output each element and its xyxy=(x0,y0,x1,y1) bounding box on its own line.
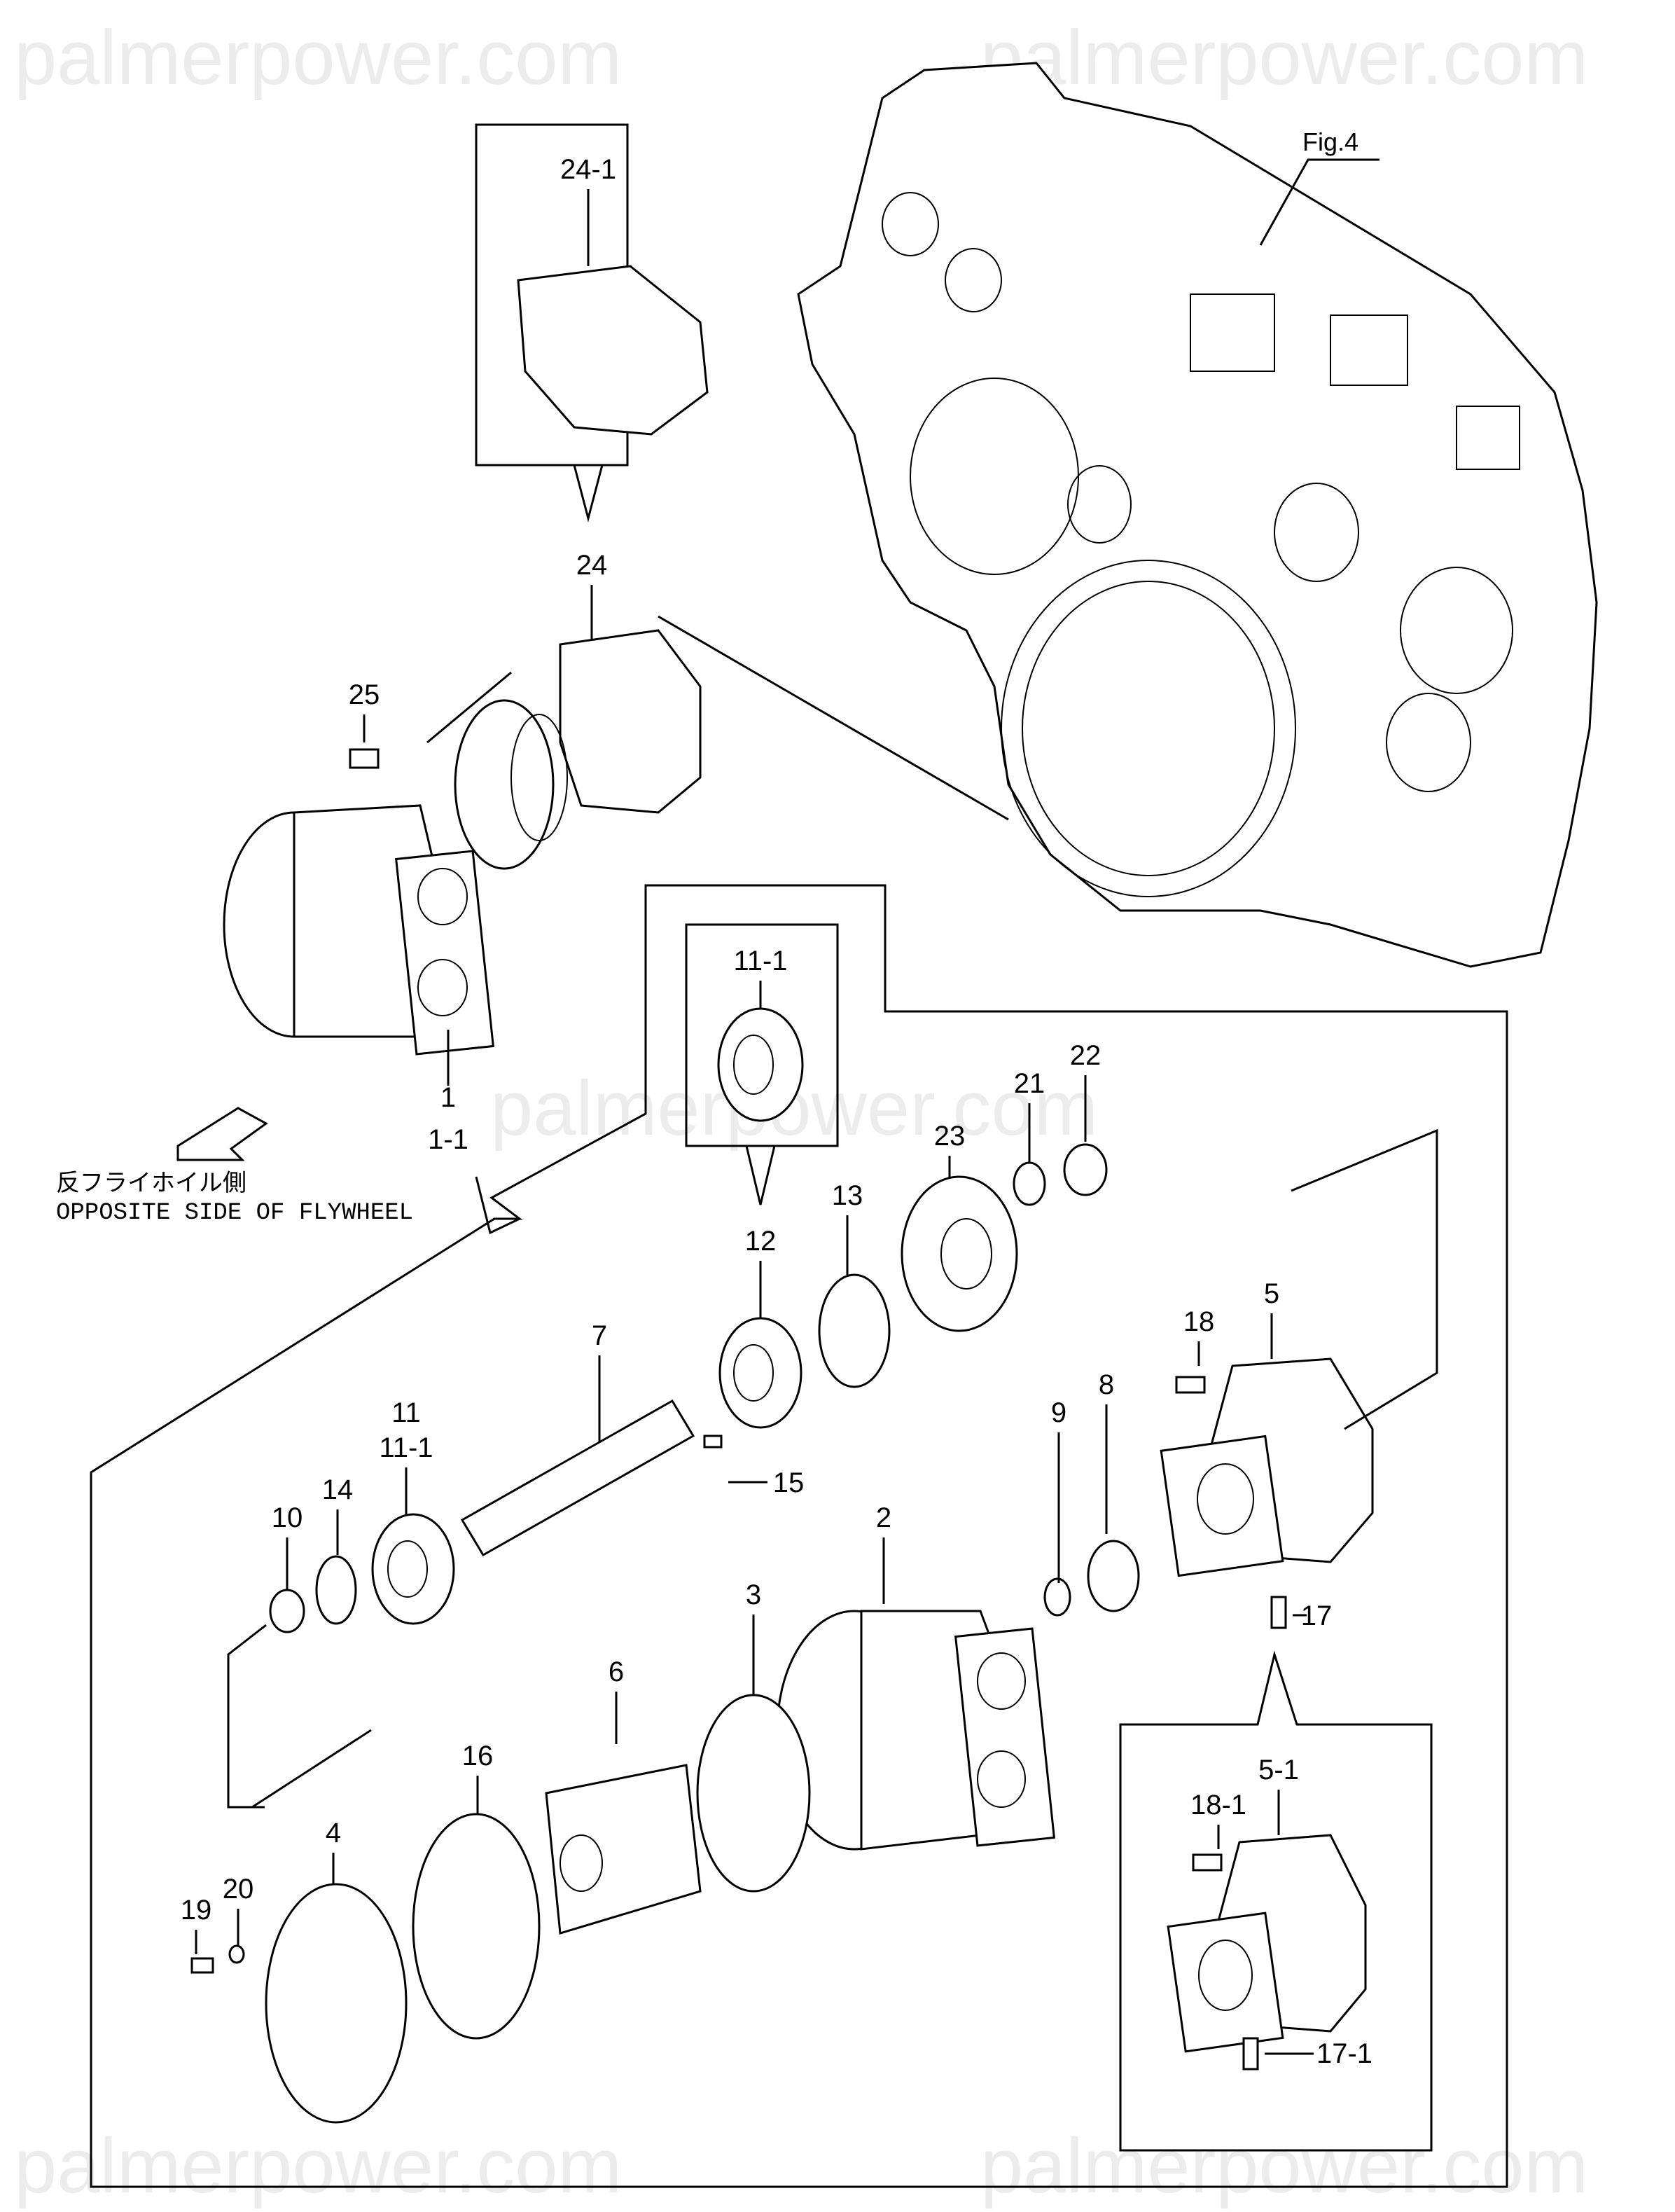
exploded-view-frame xyxy=(90,884,1508,2188)
bolt-25 xyxy=(349,748,380,769)
wear-plate-3 xyxy=(696,1694,811,1893)
detail-box-11-1 xyxy=(685,923,839,1147)
callout-16: 16 xyxy=(462,1741,494,1771)
leader-line xyxy=(1259,158,1379,246)
pointer xyxy=(475,1176,520,1235)
callout-21: 21 xyxy=(1014,1068,1045,1099)
direction-note-japanese: 反フライホイル側 xyxy=(56,1170,246,1198)
gear-case-housing xyxy=(797,62,1598,968)
snap-ring-9 xyxy=(1043,1577,1071,1617)
callout-19: 19 xyxy=(181,1895,212,1926)
bearing-12 xyxy=(718,1317,802,1429)
pin-17-1 xyxy=(1242,2037,1259,2071)
callout-20: 20 xyxy=(223,1874,254,1905)
callout-1-1: 1-1 xyxy=(428,1124,468,1155)
detail-box-5-1 xyxy=(1119,1650,1433,2152)
callout-25: 25 xyxy=(349,679,380,710)
pointer xyxy=(573,464,604,523)
bolt-18-1 xyxy=(1192,1853,1223,1872)
seal-8 xyxy=(1087,1540,1140,1612)
callout-5-1: 5-1 xyxy=(1258,1755,1299,1785)
callout-14: 14 xyxy=(322,1474,354,1505)
callout-24: 24 xyxy=(576,550,608,581)
washer-20 xyxy=(228,1944,245,1964)
callout-4: 4 xyxy=(326,1818,341,1848)
callout-2: 2 xyxy=(876,1502,891,1533)
shaft-7 xyxy=(460,1399,695,1557)
leader-line xyxy=(227,1624,267,1809)
leader-line xyxy=(426,671,512,744)
callout-15: 15 xyxy=(773,1467,805,1498)
watermark: palmerpower.com xyxy=(980,2123,1588,2209)
callout-9: 9 xyxy=(1051,1397,1066,1428)
figure-reference: Fig.4 xyxy=(1302,127,1358,156)
leader-line xyxy=(1291,1128,1438,1430)
pump-body-2 xyxy=(776,1610,1056,1851)
watermark: palmerpower.com xyxy=(14,15,622,101)
bearing-11-1 xyxy=(717,1007,804,1122)
cover-5-1 xyxy=(1167,1834,1367,2053)
washer-21 xyxy=(1013,1161,1046,1206)
callout-13: 13 xyxy=(832,1180,863,1211)
cover-plate-4 xyxy=(265,1883,408,2124)
watermark: palmerpower.com xyxy=(980,15,1588,101)
callout-8: 8 xyxy=(1099,1369,1114,1400)
callout-23: 23 xyxy=(934,1121,966,1152)
callout-17-1: 17-1 xyxy=(1316,2038,1372,2069)
gear-23 xyxy=(901,1175,1018,1332)
bolt-18 xyxy=(1175,1376,1206,1394)
direction-arrow-icon xyxy=(176,1107,268,1161)
callout-3: 3 xyxy=(746,1579,761,1610)
key-15 xyxy=(703,1435,723,1449)
callout-18-1: 18-1 xyxy=(1190,1790,1246,1820)
direction-note-english: OPPOSITE SIDE OF FLYWHEEL xyxy=(56,1200,413,1226)
callout-24-1: 24-1 xyxy=(560,154,616,185)
leader-line xyxy=(658,615,1009,821)
bolt-19 xyxy=(190,1957,214,1974)
pointer xyxy=(745,1145,776,1205)
leader-line xyxy=(251,1729,372,1809)
impeller-6 xyxy=(545,1764,702,1935)
callout-22: 22 xyxy=(1070,1040,1101,1071)
callout-10: 10 xyxy=(272,1502,303,1533)
pin-17 xyxy=(1270,1596,1287,1629)
callout-11: 11 xyxy=(391,1397,421,1428)
nut-22 xyxy=(1063,1143,1108,1196)
callout-1: 1 xyxy=(440,1082,456,1113)
cover-5 xyxy=(1160,1357,1374,1577)
seal-14 xyxy=(315,1555,357,1625)
callout-5: 5 xyxy=(1264,1278,1279,1309)
gasket-24-1 xyxy=(517,265,709,436)
bearing-11 xyxy=(371,1513,455,1625)
callout-12: 12 xyxy=(745,1226,777,1257)
callout-6: 6 xyxy=(609,1657,624,1687)
callout-11-1-detail: 11-1 xyxy=(733,946,787,976)
o-ring-10 xyxy=(269,1589,305,1633)
callout-18: 18 xyxy=(1183,1306,1215,1337)
watermark: palmerpower.com xyxy=(14,2123,622,2209)
callout-11-1: 11-1 xyxy=(379,1432,433,1463)
o-ring-16 xyxy=(412,1813,541,2040)
snap-ring-13 xyxy=(818,1273,891,1388)
gasket-24 xyxy=(559,629,702,814)
callout-7: 7 xyxy=(592,1320,607,1351)
pump-assembly-1 xyxy=(223,699,568,1056)
